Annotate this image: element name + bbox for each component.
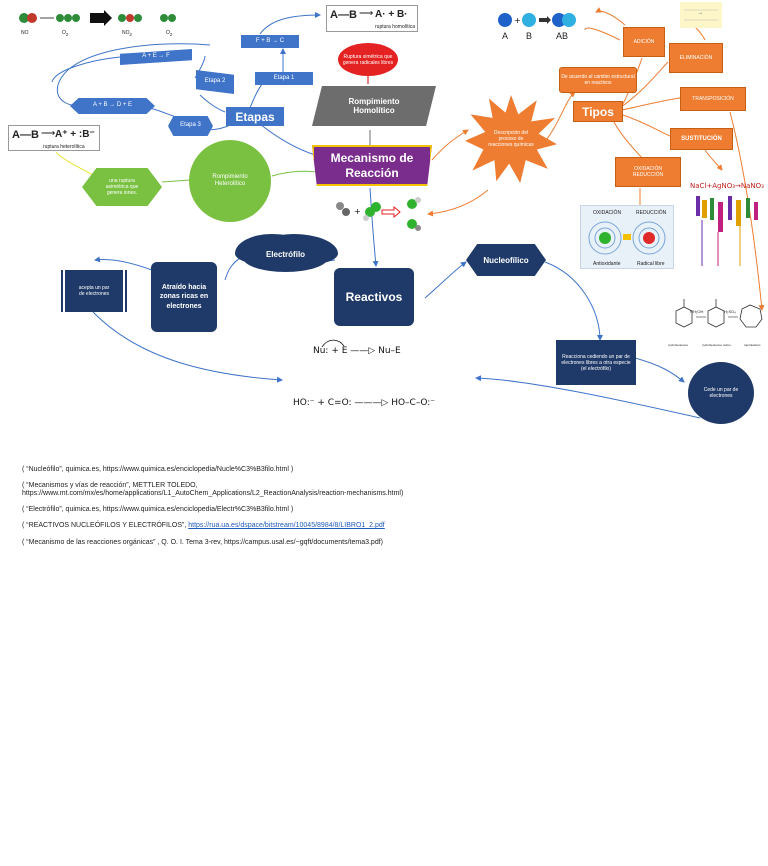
reagent-2: H₂SO₄ [724,309,736,314]
nu-e-right: Nu–E [378,346,401,356]
reference-2b: https://www.mt.com/mx/es/home/applicatio… [22,490,404,497]
tipo-adicion: ADICIÓN [623,27,665,57]
substitution-thumbnail-icon: NaCl+AgNO₃→NaNO₃+AgCl [690,182,764,266]
step-a-b-d-e: A + B → D + E [70,98,155,114]
cede-circle: Cede un par de electrones [688,362,754,424]
homolytic-label: Rompimiento Homolítico [312,86,436,126]
acepta-box: acepta un par de electrones [59,270,129,312]
label-cyclohexanone: cyclohexanone [668,343,689,347]
etapas-label: Etapas [226,107,284,126]
homolytic-eq-left: A—B [330,9,357,21]
label-b: B [526,31,533,41]
step-etapa-3: Etapa 3 [168,116,213,136]
reduction-title: REDUCCIÓN [636,210,667,216]
svg-text:→: → [698,11,702,17]
step-etapa-1: Etapa 1 [255,72,313,85]
arrow-right-icon: ——▷ [350,346,379,356]
tipos-label: Tipos [573,101,623,122]
label-a: A [502,31,509,41]
nu-e-left: Nu: + E [313,346,348,356]
atraido-box: Atraído hacia zonas ricas en electrones [151,262,217,332]
molecule-swap-icon: + [336,197,421,231]
heterolytic-caption: ruptura heterolítica [43,144,85,150]
reacciona-box: Reacciona cediendo un par de electrones … [556,340,636,385]
hydroxide-right: HO–C–O:⁻ [391,398,436,408]
svg-text:NaCl+AgNO₃→NaNO₃+AgCl: NaCl+AgNO₃→NaNO₃+AgCl [690,182,764,190]
nucleofilo-label: Nucleofílico [466,244,546,276]
arrow-right-icon: ⟶ [359,8,374,19]
reference-4-text: ( “REACTIVOS NUCLEÓFILOS Y ELECTRÓFILOS”… [22,522,189,529]
free-radical-label: Radical libre [637,261,665,267]
reactivos-label: Reactivos [334,268,414,326]
oxidation-title: OXIDACIÓN [593,210,622,216]
hydroxide-left: HO:⁻ + C=O: [293,398,352,408]
redox-diagram: OXIDACIÓN REDUCCIÓN Antioxidante Radical… [580,205,674,269]
heterolytic-equation-box: A—B ⟶ A⁺ + :B⁻ ruptura heterolítica [8,125,100,151]
reference-2a: ( “Mecanismos y vías de reacción”, METTL… [22,482,198,489]
svg-text:+: + [354,207,361,216]
reference-4: ( “REACTIVOS NUCLEÓFILOS Y ELECTRÓFILOS”… [22,522,385,529]
antioxidant-label: Antioxidante [593,261,621,267]
label-no2: NO2 [122,30,132,37]
elimination-structure-icon: → [684,9,718,21]
tipo-transposicion: TRANSPOSICIÓN [680,87,746,111]
heterolytic-eq-left: A—B [12,129,39,141]
homolytic-bubble: Ruptura simétrica que genera radicales l… [338,43,398,76]
reference-1: ( “Nucleófilo”, quimica.es, https://www.… [22,466,294,473]
tipo-oxidacion: OXIDACIÓN REDUCCIÓN [615,157,681,187]
mecanismo-title: Mecanismo de Reacción [312,145,432,186]
tipo-sustitucion: SUSTITUCIÓN [670,128,733,150]
svg-text:+: + [514,16,521,25]
elimination-thumbnail: → [680,2,722,28]
step-a-e-f: A + E → F [120,49,192,65]
step-f-b-c: F + B → C [241,35,299,48]
tipos-note: De acuerdo al cambio estructural en reac… [559,67,637,93]
label-o2b: O2 [166,30,173,37]
label-no: NO [21,30,29,36]
homolytic-caption: ruptura homolítica [375,24,416,30]
label-ab: AB [556,31,569,41]
heterolytic-eq-right: A⁺ + :B⁻ [55,129,95,140]
tipo-eliminacion: ELIMINACIÓN [669,43,723,73]
arrow-right-icon: ⟶ [41,128,56,139]
reagent-1: NH₂OH [690,309,704,314]
label-oxime: cyclohexanone oxime [702,343,731,347]
addition-diagram: + A B AB [495,8,585,44]
molecules-reaction-top: NO O2 NO2 O2 [18,10,188,42]
nu-e-equation: Nu: + E ——▷ Nu–E [313,346,401,356]
homolytic-eq-right: A· + B· [375,9,408,20]
curved-arrow-icon [321,339,345,348]
molecule-balls-icon [19,10,176,26]
homolytic-equation-box: A—B ⟶ A· + B· ruptura homolítica [326,5,418,32]
oxime-structures-icon [675,299,763,328]
reference-5: ( “Mecanismo de las reacciones orgánicas… [22,539,383,546]
reference-3: ( “Electrófilo”, quimica.es, https://www… [22,506,294,513]
addition-balls-icon: + [498,13,576,27]
reference-4-link[interactable]: https://rua.ua.es/dspace/bitstream/10045… [188,522,385,529]
heterolytic-label: Rompimiento Heterolítico [189,140,271,222]
oxime-rearrangement: NH₂OH H₂SO₄ cyclohexanone cyclohexanone … [668,295,768,355]
label-o2: O2 [62,30,69,37]
electrofilo-cloud: Electrófilo [243,236,328,272]
arrow-right-icon: ———▷ [354,398,392,408]
hydroxide-equation: HO:⁻ + C=O: ———▷ HO–C–O:⁻ [293,398,435,408]
heterolytic-desc: una ruptura asimétrica que genera iones. [82,168,162,206]
label-caprolactam: caprolactam [744,343,761,347]
redox-atoms-icon [588,221,666,255]
